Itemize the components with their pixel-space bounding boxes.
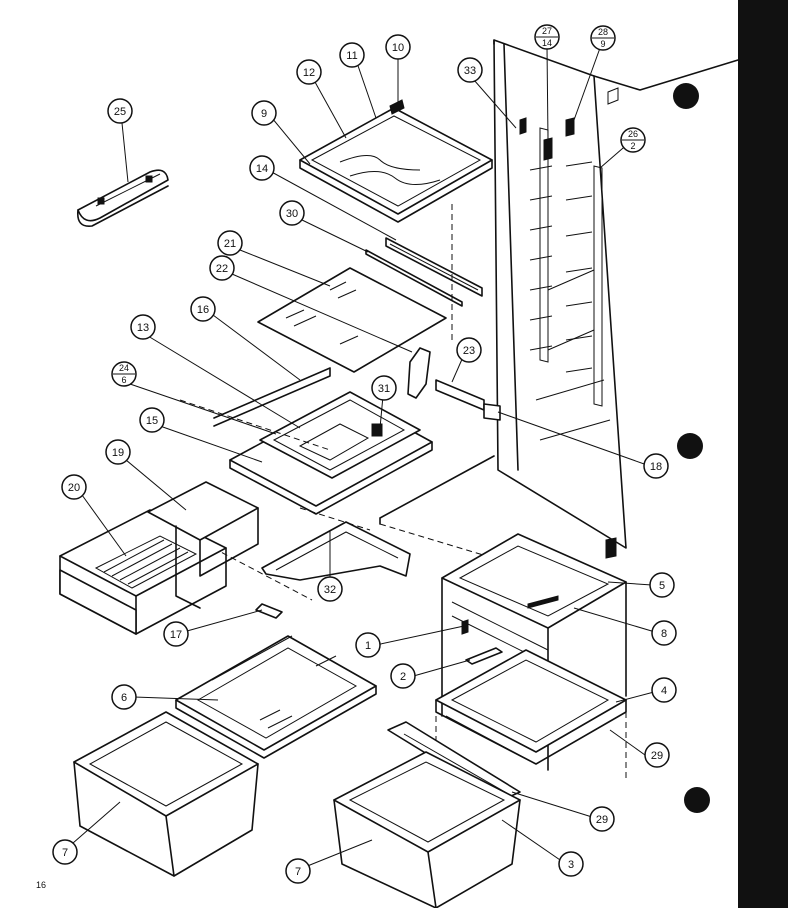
part-7-bottom-bin-right bbox=[333, 751, 521, 908]
part-17-clip bbox=[255, 603, 283, 619]
callout-28-9: 28 9 bbox=[590, 25, 616, 51]
part-19-crisper-drawer bbox=[147, 481, 259, 609]
binding-strip bbox=[738, 0, 788, 908]
svg-text:9: 9 bbox=[261, 108, 267, 120]
part-14-shelf-rail bbox=[385, 237, 483, 297]
callout-1: 1 bbox=[355, 632, 381, 658]
svg-text:32: 32 bbox=[324, 584, 336, 596]
svg-text:3: 3 bbox=[568, 859, 574, 871]
callout-29-upper: 29 bbox=[644, 742, 670, 768]
svg-text:14: 14 bbox=[542, 38, 552, 48]
part-25-door-bin bbox=[76, 169, 169, 227]
svg-text:24: 24 bbox=[119, 363, 129, 373]
callout-5: 5 bbox=[649, 572, 675, 598]
callout-11: 11 bbox=[339, 42, 365, 68]
callout-2: 2 bbox=[390, 663, 416, 689]
part-4-pan-frame bbox=[435, 649, 627, 765]
callout-18: 18 bbox=[643, 453, 669, 479]
callout-4: 4 bbox=[651, 677, 677, 703]
svg-text:18: 18 bbox=[650, 461, 662, 473]
part-1-2-small-parts bbox=[461, 619, 503, 665]
callout-16: 16 bbox=[190, 296, 216, 322]
svg-text:22: 22 bbox=[216, 263, 228, 275]
svg-text:25: 25 bbox=[114, 106, 126, 118]
svg-text:2: 2 bbox=[630, 141, 635, 151]
part-11-top-shelf bbox=[299, 99, 493, 223]
svg-text:11: 11 bbox=[346, 50, 357, 62]
svg-text:6: 6 bbox=[121, 375, 126, 385]
part-23-bracket bbox=[407, 347, 501, 421]
svg-text:4: 4 bbox=[661, 685, 667, 697]
leader-lines bbox=[64, 46, 656, 870]
svg-text:9: 9 bbox=[600, 39, 605, 49]
callout-20: 20 bbox=[61, 474, 87, 500]
callout-32: 32 bbox=[317, 576, 343, 602]
callout-19: 19 bbox=[105, 439, 131, 465]
svg-text:26: 26 bbox=[628, 129, 638, 139]
svg-text:15: 15 bbox=[146, 415, 158, 427]
callout-9: 9 bbox=[251, 100, 277, 126]
svg-text:21: 21 bbox=[224, 238, 236, 250]
svg-text:29: 29 bbox=[596, 814, 608, 826]
callout-10: 10 bbox=[385, 34, 411, 60]
callout-8: 8 bbox=[651, 620, 677, 646]
punch-hole-bottom bbox=[684, 787, 710, 813]
svg-text:27: 27 bbox=[542, 26, 552, 36]
punch-hole-top bbox=[673, 83, 699, 109]
svg-text:14: 14 bbox=[256, 163, 268, 175]
callout-15: 15 bbox=[139, 407, 165, 433]
callout-17: 17 bbox=[163, 621, 189, 647]
part-21-glass-panel bbox=[257, 267, 447, 373]
callout-27-14: 27 14 bbox=[534, 24, 560, 50]
callout-22: 22 bbox=[209, 255, 235, 281]
svg-text:1: 1 bbox=[365, 640, 371, 652]
svg-text:31: 31 bbox=[378, 383, 390, 395]
part-30-shelf-rail bbox=[365, 249, 463, 307]
callout-3: 3 bbox=[558, 851, 584, 877]
svg-text:28: 28 bbox=[598, 27, 608, 37]
svg-text:2: 2 bbox=[400, 671, 406, 683]
callout-29-lower: 29 bbox=[589, 806, 615, 832]
part-5-meat-keeper-housing bbox=[441, 533, 627, 771]
page-number: 16 bbox=[36, 880, 46, 890]
svg-text:6: 6 bbox=[121, 692, 127, 704]
callout-7-right: 7 bbox=[285, 858, 311, 884]
svg-text:10: 10 bbox=[392, 42, 404, 54]
callout-6: 6 bbox=[111, 684, 137, 710]
part-6-crisper-cover bbox=[175, 635, 377, 759]
svg-text:5: 5 bbox=[659, 580, 665, 592]
svg-text:7: 7 bbox=[62, 847, 68, 859]
svg-text:16: 16 bbox=[197, 304, 209, 316]
callout-13: 13 bbox=[130, 314, 156, 340]
part-32-support-bracket bbox=[261, 521, 411, 581]
callout-31: 31 bbox=[371, 375, 397, 401]
svg-text:30: 30 bbox=[286, 208, 298, 220]
svg-text:8: 8 bbox=[661, 628, 667, 640]
svg-text:29: 29 bbox=[651, 750, 663, 762]
svg-text:13: 13 bbox=[137, 322, 149, 334]
svg-text:23: 23 bbox=[463, 345, 475, 357]
punch-hole-middle bbox=[677, 433, 703, 459]
callout-30: 30 bbox=[279, 200, 305, 226]
svg-text:17: 17 bbox=[170, 629, 182, 641]
callout-25: 25 bbox=[107, 98, 133, 124]
part-7-bottom-bin-left bbox=[73, 711, 259, 877]
callout-26-2: 26 2 bbox=[620, 127, 646, 153]
svg-text:12: 12 bbox=[303, 67, 315, 79]
callout-7-left: 7 bbox=[52, 839, 78, 865]
svg-text:20: 20 bbox=[68, 482, 80, 494]
callout-24-6: 24 6 bbox=[111, 361, 137, 387]
svg-text:7: 7 bbox=[295, 866, 301, 878]
part-15-crisper-frame bbox=[229, 391, 433, 515]
callout-21: 21 bbox=[217, 230, 243, 256]
callout-23: 23 bbox=[456, 337, 482, 363]
callout-33: 33 bbox=[457, 57, 483, 83]
svg-text:33: 33 bbox=[464, 65, 476, 77]
svg-text:19: 19 bbox=[112, 447, 124, 459]
cabinet-liner-wall bbox=[493, 39, 739, 559]
callout-14: 14 bbox=[249, 155, 275, 181]
callout-12: 12 bbox=[296, 59, 322, 85]
